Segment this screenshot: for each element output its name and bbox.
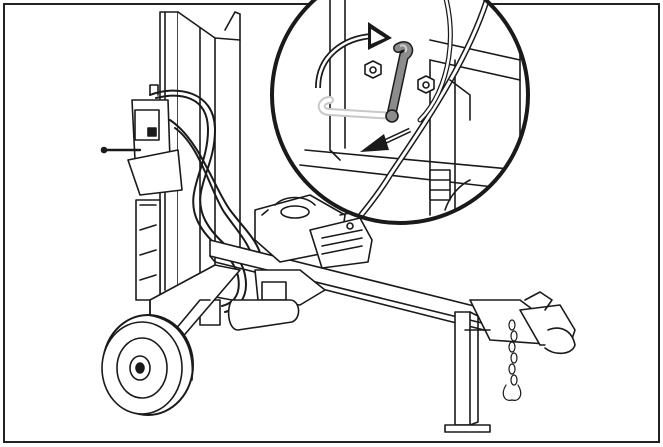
tow-hitch: [519, 291, 576, 355]
detail-inset: [270, 0, 530, 225]
engine: [254, 194, 373, 269]
curved-arrow-icon: [315, 22, 392, 89]
bolt-left: [364, 60, 382, 79]
safety-chain: [502, 319, 522, 401]
hydraulic-hoses: [149, 89, 263, 313]
release-handle: [385, 41, 414, 123]
pointer-arrow-icon: [360, 127, 412, 152]
wheel: [101, 314, 194, 416]
bolt-right: [417, 75, 435, 94]
control-valve: [100, 84, 183, 196]
